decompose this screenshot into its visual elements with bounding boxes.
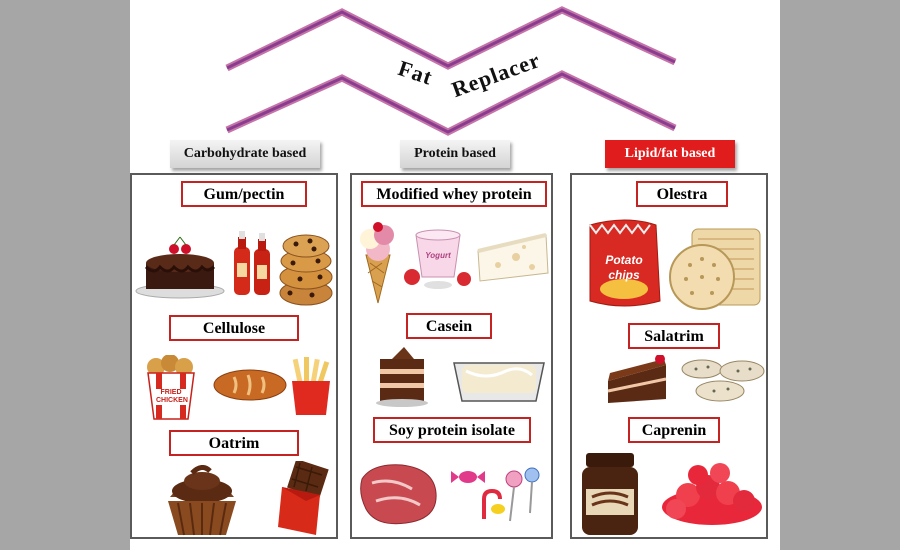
panel-lipid: Olestra Potato chips Salatrim: [570, 173, 768, 539]
item-label-gum-pectin: Gum/pectin: [181, 181, 307, 207]
item-label-soy-protein-isolate: Soy protein isolate: [373, 417, 531, 443]
crackers-icon: [668, 225, 764, 315]
cheese-wedge-icon: [476, 231, 550, 285]
fried-chicken-bucket-icon: [144, 355, 198, 421]
panel-carbohydrate: Gum/pectin Cellulose: [130, 173, 338, 539]
biscuits-icon: [680, 357, 766, 405]
chocolate-spread-jar-icon: [578, 451, 642, 539]
item-label-olestra: Olestra: [636, 181, 728, 207]
candies-icon: [446, 463, 548, 527]
category-carbohydrate: Carbohydrate based: [170, 140, 320, 168]
zigzag-banner: [130, 0, 780, 140]
cake-slice-icon: [606, 355, 670, 407]
meat-steak-icon: [358, 459, 440, 527]
layer-cake-icon: [374, 345, 430, 407]
cookies-icon: [278, 231, 334, 309]
pasta-tray-icon: [450, 351, 548, 405]
chips-type-label: chips: [598, 268, 650, 282]
item-label-cellulose: Cellulose: [169, 315, 299, 341]
item-label-casein: Casein: [406, 313, 492, 339]
french-fries-icon: [286, 355, 336, 417]
diagram-canvas: Fat Replacer Carbohydrate based Protein …: [130, 0, 780, 550]
panel-protein: Modified whey protein Yogurt Casein: [350, 173, 553, 539]
chocolate-cake-icon: [134, 235, 226, 299]
gummy-candies-icon: [658, 459, 766, 529]
item-label-caprenin: Caprenin: [628, 417, 720, 443]
chips-brand-label: Potato: [598, 253, 650, 267]
category-lipid: Lipid/fat based: [605, 140, 735, 168]
ice-cream-cone-icon: [358, 219, 398, 305]
fried-chicken-bucket-label: FRIED CHICKEN: [156, 389, 186, 405]
chocolate-bar-icon: [276, 461, 334, 537]
chocolate-cupcake-icon: [160, 465, 244, 537]
yogurt-cup-label: Yogurt: [422, 251, 454, 260]
ketchup-bottles-icon: [228, 229, 278, 299]
item-label-modified-whey-protein: Modified whey protein: [361, 181, 547, 207]
bread-loaf-icon: [212, 367, 288, 403]
category-protein: Protein based: [400, 140, 510, 168]
item-label-salatrim: Salatrim: [628, 323, 720, 349]
item-label-oatrim: Oatrim: [169, 430, 299, 456]
